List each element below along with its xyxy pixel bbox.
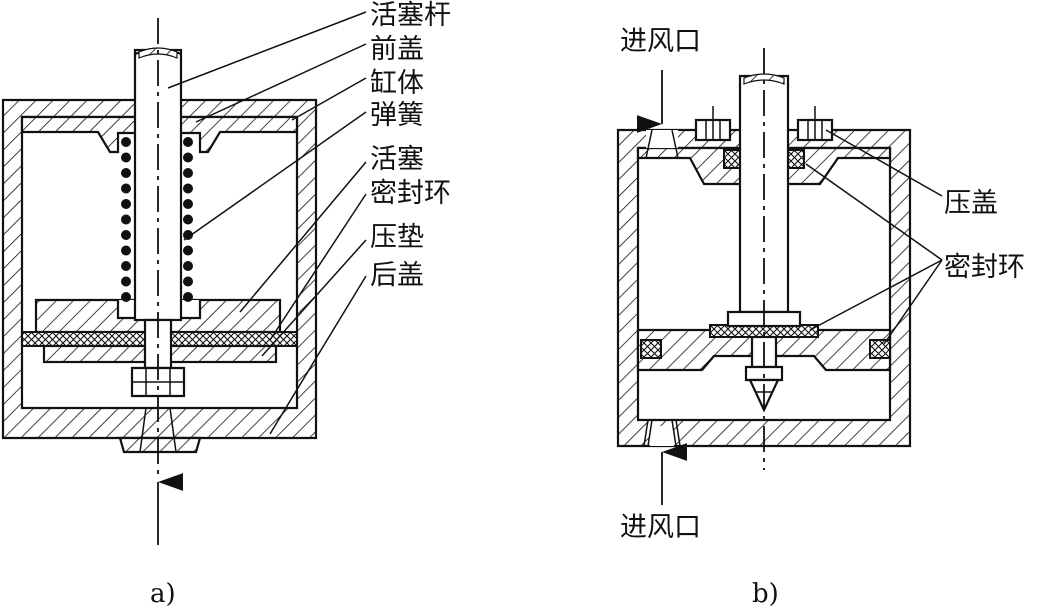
spring-coil	[183, 261, 193, 271]
spring-coil	[121, 152, 131, 163]
spring-coil	[183, 137, 193, 147]
spring-coil	[121, 261, 131, 271]
spring-coil	[121, 199, 131, 209]
spring-coil	[183, 183, 193, 194]
spring-coil	[121, 168, 131, 178]
spring-a	[121, 137, 193, 302]
spring-coil	[183, 230, 193, 240]
caption-b: b)	[752, 579, 779, 609]
leader-lines-a	[167, 11, 367, 435]
label-cylinder-body: 缸体	[370, 68, 424, 99]
label-press-pad: 压垫	[370, 222, 424, 253]
seal-ring-b-right	[869, 339, 891, 359]
spring-coil	[121, 137, 131, 147]
diagram-b: 进风口 压盖 密封环 进风口 b)	[616, 26, 1025, 609]
label-air-inlet-bottom: 进风口	[620, 512, 701, 543]
label-spring: 弹簧	[370, 100, 424, 131]
spring-coil	[121, 292, 131, 302]
spring-coil	[183, 152, 193, 163]
spring-coil	[183, 199, 193, 209]
spring-coil	[121, 276, 131, 287]
caption-a: a)	[150, 579, 176, 609]
spring-coil	[121, 230, 131, 240]
label-seal-ring-b: 密封环	[944, 252, 1025, 283]
spring-coil	[121, 214, 131, 225]
press-cover-b	[694, 106, 834, 142]
spring-coil	[183, 245, 193, 256]
spring-coil	[121, 183, 131, 194]
label-seal-ring-a: 密封环	[370, 178, 451, 209]
label-front-cover: 前盖	[370, 34, 424, 65]
spring-coil	[183, 168, 193, 178]
rear-cover-a	[118, 436, 202, 454]
leader-lines-b	[805, 129, 943, 345]
label-piston: 活塞	[370, 144, 424, 175]
label-air-inlet-top: 进风口	[620, 26, 701, 57]
label-rear-cover: 后盖	[370, 260, 424, 291]
front-cover-a	[20, 115, 299, 154]
spring-coil	[183, 214, 193, 225]
diagram-a: 活塞杆 前盖 缸体 弹簧 活塞 密封环 压垫 后盖 a)	[1, 0, 451, 609]
seal-ring-b-left	[640, 339, 662, 359]
label-piston-rod: 活塞杆	[370, 0, 451, 31]
label-press-cover: 压盖	[944, 188, 998, 219]
spring-coil	[183, 276, 193, 287]
spring-coil	[183, 292, 193, 302]
spring-coil	[121, 245, 131, 256]
